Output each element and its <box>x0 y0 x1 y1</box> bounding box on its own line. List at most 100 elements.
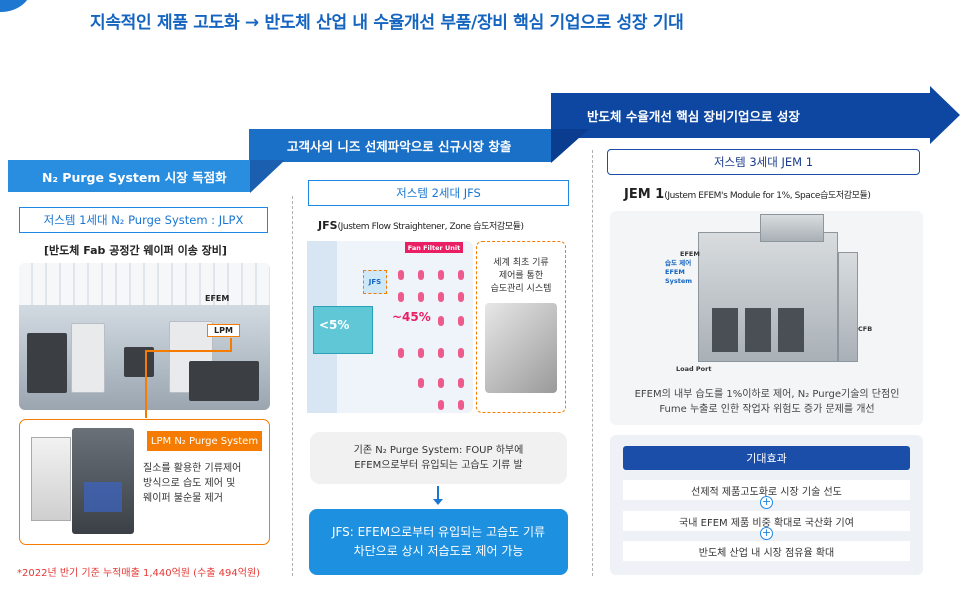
airflow-dot <box>398 348 404 358</box>
plus-icon: + <box>760 495 773 509</box>
jem-description: EFEM의 내부 습도를 1%이하로 제어, N₂ Purge기술의 단점인 F… <box>612 387 922 417</box>
airflow-dot <box>418 378 424 388</box>
airflow-dot <box>398 292 404 302</box>
airflow-dot <box>418 348 424 358</box>
plus-icon: + <box>760 526 773 540</box>
airflow-dot <box>458 316 464 326</box>
lpm-module-image <box>84 482 122 512</box>
jfs-result-line: JFS: EFEM으로부터 유입되는 고습도 기류 <box>331 525 546 539</box>
jem-subtitle: JEM 1(Justem EFEM's Module for 1%, Space… <box>624 187 871 202</box>
airflow-dot <box>398 270 404 280</box>
airflow-dot <box>418 270 424 280</box>
step3-label: 반도체 수율개선 핵심 장비기업으로 성장 <box>587 109 800 124</box>
world-first-line: 제어를 통한 <box>498 271 544 281</box>
expected-effects-title: 기대효과 <box>623 446 910 470</box>
step1-banner: N₂ Purge System 시장 독점화 <box>8 160 250 192</box>
legacy-problem-line: EFEM으로부터 유입되는 고습도 기류 발 <box>354 460 523 471</box>
column-divider <box>292 196 293 576</box>
airflow-dot <box>438 348 444 358</box>
efem-label: EFEM <box>680 250 700 258</box>
ffu-label: Fan Filter Unit <box>405 242 463 253</box>
sales-footnote: *2022년 반기 기준 누적매출 1,440억원 (수출 494억원) <box>17 568 261 579</box>
jfs-subtitle: JFS(Justem Flow Straightener, Zone 습도저감모… <box>318 219 524 232</box>
airflow-dot <box>418 292 424 302</box>
load-port-image <box>745 308 771 352</box>
humidity-control-line: EFEM <box>665 268 685 276</box>
down-arrow-icon <box>437 486 439 500</box>
effect-item: 선제적 제품고도화로 시장 기술 선도 <box>623 480 910 500</box>
lpm-desc-line: 웨이퍼 불순물 제거 <box>143 493 223 504</box>
lpm-tag: LPM <box>207 324 240 337</box>
legacy-problem-line: 기존 N₂ Purge System: FOUP 하부에 <box>353 445 524 456</box>
humidity-control-line: 습도 제어 <box>665 259 692 267</box>
jem-desc-line: Fume 누출로 인한 작업자 위험도 증가 문제를 개선 <box>659 404 875 415</box>
connector-line <box>145 350 147 418</box>
corner-decoration <box>0 0 32 12</box>
jem-machine-image <box>760 214 824 242</box>
lpm-desc-line: 질소를 활용한 기류제어 <box>143 463 242 474</box>
lpm-device-image <box>72 428 134 534</box>
airflow-dot <box>458 400 464 410</box>
airflow-dot <box>458 348 464 358</box>
jfs-subtitle-sub: (Justem Flow Straightener, Zone 습도저감모듈) <box>337 222 525 232</box>
lpm-device-image <box>31 437 71 521</box>
airflow-dot <box>438 378 444 388</box>
jfs-subtitle-main: JFS <box>318 219 338 232</box>
world-first-line: 세계 최초 기류 <box>493 258 549 268</box>
connector-line <box>145 350 232 352</box>
right-arrow-icon <box>930 86 960 144</box>
jem-subtitle-main: JEM 1 <box>624 187 665 202</box>
fab-equipment <box>71 323 105 393</box>
lpm-title: LPM N₂ Purge System <box>147 431 262 451</box>
down-arrow-icon <box>433 499 443 505</box>
fab-ceiling <box>19 263 270 305</box>
jfs-result-line: 차단으로 상시 저습도로 제어 가능 <box>353 544 524 558</box>
airflow-dot <box>438 270 444 280</box>
column-divider <box>592 150 593 576</box>
jlpx-box-label: 저스템 1세대 N₂ Purge System : JLPX <box>19 207 268 233</box>
legacy-problem-box: 기존 N₂ Purge System: FOUP 하부에 EFEM으로부터 유입… <box>310 432 567 484</box>
fab-equipment <box>124 347 154 377</box>
jfs-result-box: JFS: EFEM으로부터 유입되는 고습도 기류 차단으로 상시 저습도로 제… <box>309 509 568 575</box>
airflow-dot <box>438 400 444 410</box>
fab-equipment <box>27 333 67 393</box>
jem-desc-line: EFEM의 내부 습도를 1%이하로 제어, N₂ Purge기술의 단점인 <box>634 389 900 400</box>
fab-photo <box>19 263 270 410</box>
step2-shadow <box>551 129 589 163</box>
jem-box-label: 저스템 3세대 JEM 1 <box>607 149 920 175</box>
cfb-image <box>838 252 858 362</box>
airflow-dot <box>458 378 464 388</box>
effect-item: 반도체 산업 내 시장 점유율 확대 <box>623 541 910 561</box>
jfs-box-label: 저스템 2세대 JFS <box>308 180 569 206</box>
step1-label: N₂ Purge System 시장 독점화 <box>42 169 227 185</box>
efem-tag: EFEM <box>205 294 230 303</box>
world-first-text: 세계 최초 기류 제어를 통한 습도관리 시스템 <box>480 257 562 296</box>
airflow-dot <box>438 316 444 326</box>
world-first-line: 습도관리 시스템 <box>490 284 552 294</box>
step2-banner: 고객사의 니즈 선제파악으로 신규시장 창출 <box>249 129 551 162</box>
jlpx-subtitle: [반도체 Fab 공정간 웨이퍼 이송 장비] <box>44 244 227 257</box>
fab-equipment <box>189 361 259 401</box>
airflow-dot <box>458 270 464 280</box>
airflow-dot <box>438 292 444 302</box>
jem-subtitle-sub: (Justem EFEM's Module for 1%, Space습도저감모… <box>664 191 871 201</box>
low-humidity-value: <5% <box>319 318 350 332</box>
effect-item: 국내 EFEM 제품 비중 확대로 국산화 기여 <box>623 511 910 531</box>
airflow-dot <box>458 292 464 302</box>
load-port-label: Load Port <box>676 365 712 373</box>
load-port-image <box>712 308 738 352</box>
humidity-control-label: 습도 제어 EFEM System <box>665 259 692 286</box>
step2-label: 고객사의 니즈 선제파악으로 신규시장 창출 <box>287 139 512 154</box>
jfs-chip: JFS <box>363 270 387 294</box>
headline: 지속적인 제품 고도화 → 반도체 산업 내 수율개선 부품/장비 핵심 기업으… <box>90 13 684 33</box>
high-humidity-value: ~45% <box>392 310 431 324</box>
humidity-control-line: System <box>665 277 693 285</box>
step3-banner: 반도체 수율개선 핵심 장비기업으로 성장 <box>551 93 936 138</box>
lpm-description: 질소를 활용한 기류제어 방식으로 습도 제어 및 웨이퍼 불순물 제거 <box>143 461 268 506</box>
jfs-device-image <box>485 303 557 393</box>
step1-shadow <box>250 160 285 193</box>
connector-line <box>230 338 232 352</box>
lpm-desc-line: 방식으로 습도 제어 및 <box>143 478 236 489</box>
efem-zone <box>313 306 373 354</box>
load-port-image <box>778 308 804 352</box>
